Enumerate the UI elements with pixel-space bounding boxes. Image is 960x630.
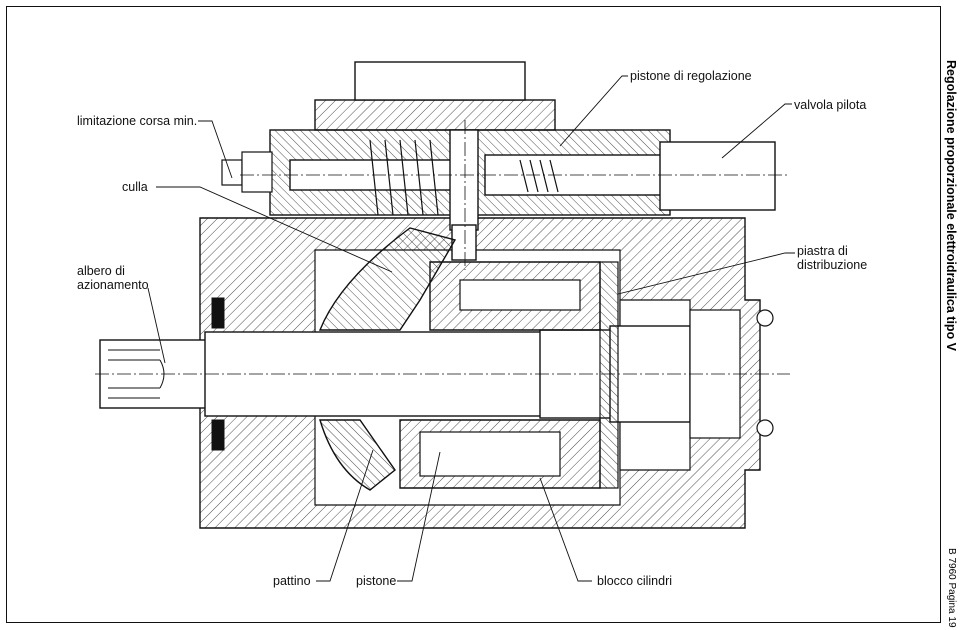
valve-plate [599, 261, 619, 489]
page-frame [6, 6, 941, 623]
pistons [419, 279, 581, 477]
footer-container: B 7960 Pagina 19 [944, 548, 960, 628]
side-title: Regolazione proporzionale elettroidrauli… [944, 60, 958, 352]
label-pistone: pistone [356, 574, 397, 588]
label-pattino: pattino [273, 574, 311, 588]
shaft-seals [211, 297, 225, 451]
label-culla: culla [122, 180, 148, 194]
label-albero-line2: azionamento [77, 278, 149, 292]
label-limitazione-corsa: limitazione corsa min. [77, 114, 198, 128]
label-blocco-cilindri: blocco cilindri [597, 574, 673, 588]
label-piastra-line1: piastra di [797, 244, 848, 258]
leader-lines [147, 75, 795, 582]
label-valvola-pilota: valvola pilota [794, 98, 867, 112]
cradle [318, 227, 457, 491]
center-lines [95, 120, 790, 375]
label-albero-line1: albero di [77, 264, 125, 278]
page-footer: B 7960 Pagina 19 [946, 548, 957, 628]
side-title-container: Regolazione proporzionale elettroidrauli… [944, 60, 960, 351]
min-stroke-limiter [221, 151, 273, 193]
control-spring [369, 139, 559, 216]
label-pistone-regolazione: pistone di regolazione [630, 69, 752, 83]
label-piastra-line2: distribuzione [797, 258, 868, 272]
